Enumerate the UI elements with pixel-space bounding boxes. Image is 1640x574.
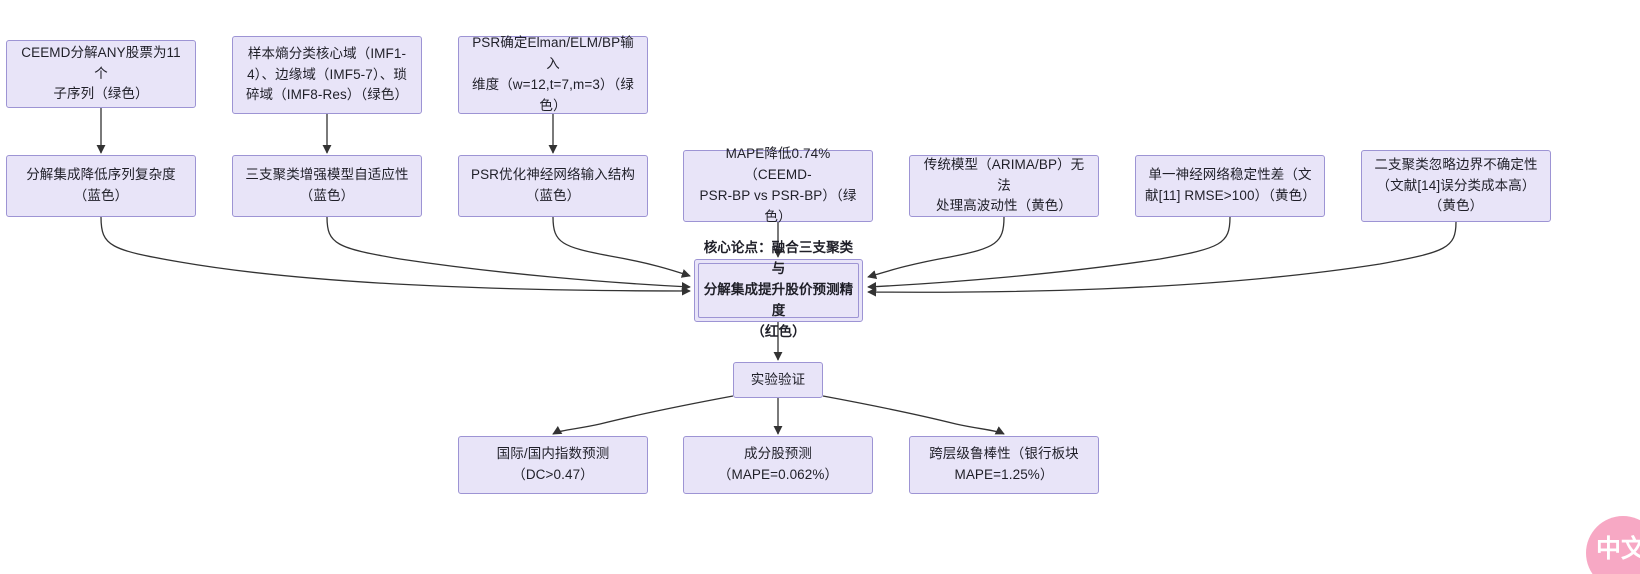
node-label: 单一神经网络稳定性差（文 献[11] RMSE>100）（黄色）	[1145, 167, 1316, 203]
node-core-thesis[interactable]: 核心论点：融合三支聚类与 分解集成提升股价预测精度 （红色）	[694, 240, 863, 339]
node-experimental-validation[interactable]: 实验验证	[733, 362, 823, 398]
node-label: 样本熵分类核心域（IMF1- 4）、边缘域（IMF5-7）、琐 碎域（IMF8-…	[245, 45, 409, 103]
edge-n11-n14	[822, 395, 1005, 435]
node-label: 分解集成降低序列复杂度 （蓝色）	[26, 167, 176, 203]
watermark-badge: 中文	[1586, 516, 1640, 574]
node-psr-input-dimension[interactable]: PSR确定Elman/ELM/BP输入 维度（w=12,t=7,m=3）（绿 色…	[458, 35, 648, 114]
node-label: PSR优化神经网络输入结构 （蓝色）	[470, 167, 636, 203]
edge-n5-core	[326, 216, 691, 292]
node-label: 国际/国内指数预测 （DC>0.47）	[496, 446, 610, 482]
core-thesis-inner-frame: 核心论点：融合三支聚类与 分解集成提升股价预测精度 （红色）	[698, 240, 859, 339]
edge-n9-core	[867, 216, 1231, 292]
node-label: PSR确定Elman/ELM/BP输入 维度（w=12,t=7,m=3）（绿 色…	[472, 35, 634, 113]
node-mape-reduction[interactable]: MAPE降低0.74%（CEEMD- PSR-BP vs PSR-BP）（绿 色…	[683, 146, 873, 224]
node-label: 二支聚类忽略边界不确定性 （文献[14]误分类成本高） （黄色）	[1374, 156, 1538, 214]
node-traditional-model-limitation[interactable]: 传统模型（ARIMA/BP）无法 处理高波动性（黄色）	[909, 155, 1099, 217]
edge-n8-core	[867, 216, 1005, 280]
node-sample-entropy-classification[interactable]: 样本熵分类核心域（IMF1- 4）、边缘域（IMF5-7）、琐 碎域（IMF8-…	[232, 36, 422, 114]
node-label: 核心论点：融合三支聚类与 分解集成提升股价预测精度 （红色）	[703, 240, 854, 339]
node-label: 传统模型（ARIMA/BP）无法 处理高波动性（黄色）	[923, 156, 1085, 214]
node-three-way-clustering-adaptivity[interactable]: 三支聚类增强模型自适应性 （蓝色）	[232, 155, 422, 217]
node-decomposition-reduces-complexity[interactable]: 分解集成降低序列复杂度 （蓝色）	[6, 155, 196, 217]
edge-n10-core	[867, 221, 1457, 297]
node-psr-optimizes-network-input[interactable]: PSR优化神经网络输入结构 （蓝色）	[458, 155, 648, 217]
node-cross-level-robustness[interactable]: 跨层级鲁棒性（银行板块 MAPE=1.25%）	[909, 436, 1099, 494]
node-label: 成分股预测 （MAPE=0.062%）	[717, 446, 839, 482]
watermark-label: 中文	[1595, 534, 1640, 563]
edge-n4-core	[100, 216, 691, 296]
node-two-way-clustering-limitation[interactable]: 二支聚类忽略边界不确定性 （文献[14]误分类成本高） （黄色）	[1361, 150, 1551, 222]
node-label: CEEMD分解ANY股票为11个 子序列（绿色）	[21, 44, 181, 102]
node-single-network-instability[interactable]: 单一神经网络稳定性差（文 献[11] RMSE>100）（黄色）	[1135, 155, 1325, 217]
node-label: MAPE降低0.74%（CEEMD- PSR-BP vs PSR-BP）（绿 色…	[699, 146, 857, 224]
node-label: 跨层级鲁棒性（银行板块 MAPE=1.25%）	[929, 446, 1079, 482]
node-ceemd-decomposition[interactable]: CEEMD分解ANY股票为11个 子序列（绿色）	[6, 40, 196, 108]
node-index-forecast[interactable]: 国际/国内指数预测 （DC>0.47）	[458, 436, 648, 494]
node-label: 三支聚类增强模型自适应性 （蓝色）	[245, 167, 409, 203]
edge-n6-core	[552, 216, 691, 278]
edge-n11-n12	[552, 395, 734, 435]
node-constituent-stock-forecast[interactable]: 成分股预测 （MAPE=0.062%）	[683, 436, 873, 494]
node-label: 实验验证	[750, 371, 806, 387]
